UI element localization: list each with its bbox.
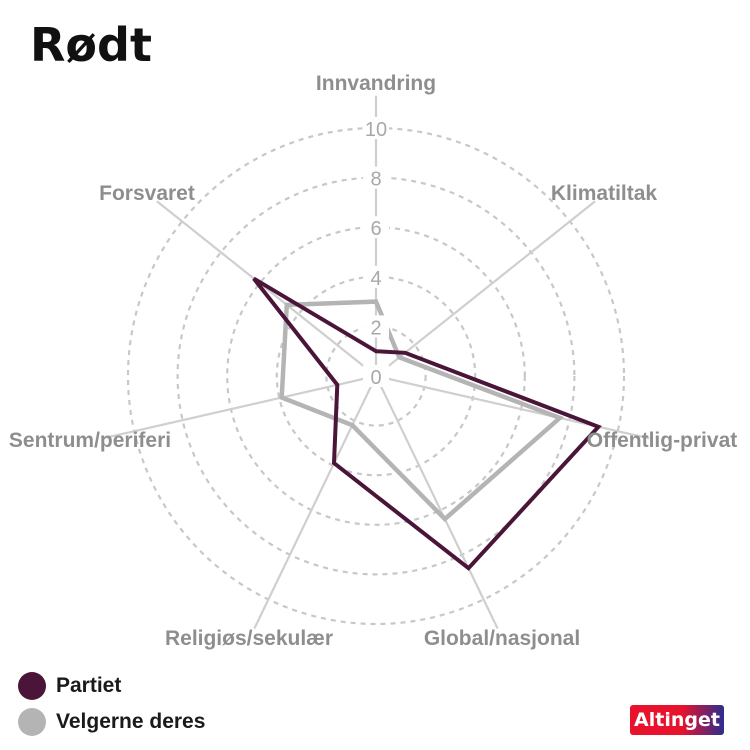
legend-label-velgerne: Velgerne deres [56, 710, 206, 733]
axis-label-2: Offentlig-privat [587, 429, 738, 452]
series-polygon-partiet [252, 276, 602, 571]
grid-circle-4 [275, 275, 477, 477]
grid-circle-10 [126, 126, 626, 626]
axis-label-4: Religiøs/sekulær [165, 627, 333, 650]
legend-item-partiet: Partiet [18, 668, 205, 704]
legend-item-velgerne: Velgerne deres [18, 704, 205, 740]
axis-spoke-1 [375, 200, 596, 377]
legend-swatch-velgerne [18, 708, 46, 736]
r-tick-label-8: 8 [370, 169, 381, 191]
axis-label-5: Sentrum/periferi [9, 429, 171, 452]
legend: Partiet Velgerne deres [18, 668, 205, 740]
axis-spoke-6 [156, 200, 377, 377]
axis-spoke-5 [102, 374, 377, 440]
tick-bg-0 [363, 365, 389, 387]
logo-text: Altinget [634, 709, 720, 731]
axis-label-3: Global/nasjonal [424, 627, 580, 650]
axis-label-0: Innvandring [316, 72, 436, 95]
tick-bg-6 [363, 216, 389, 239]
axis-label-1: Klimatiltak [551, 182, 658, 205]
legend-swatch-partiet [18, 672, 46, 700]
axis-label-6: Forsvaret [99, 182, 195, 205]
r-tick-label-10: 10 [365, 119, 387, 141]
axis-spoke-4 [253, 375, 377, 629]
tick-bg-10 [363, 117, 389, 139]
r-tick-label-0: 0 [370, 367, 381, 389]
r-tick-label-4: 4 [370, 268, 381, 290]
axis-spoke-2 [375, 374, 650, 440]
r-tick-label-2: 2 [370, 317, 381, 339]
tick-bg-4 [363, 265, 389, 288]
legend-label-partiet: Partiet [56, 674, 122, 697]
altinget-logo: Altinget [630, 705, 724, 735]
tick-bg-8 [363, 166, 389, 189]
r-tick-label-6: 6 [370, 218, 381, 240]
chart-title: Rødt [30, 18, 152, 72]
axis-spoke-3 [375, 375, 499, 629]
tick-bg-2 [363, 315, 389, 338]
